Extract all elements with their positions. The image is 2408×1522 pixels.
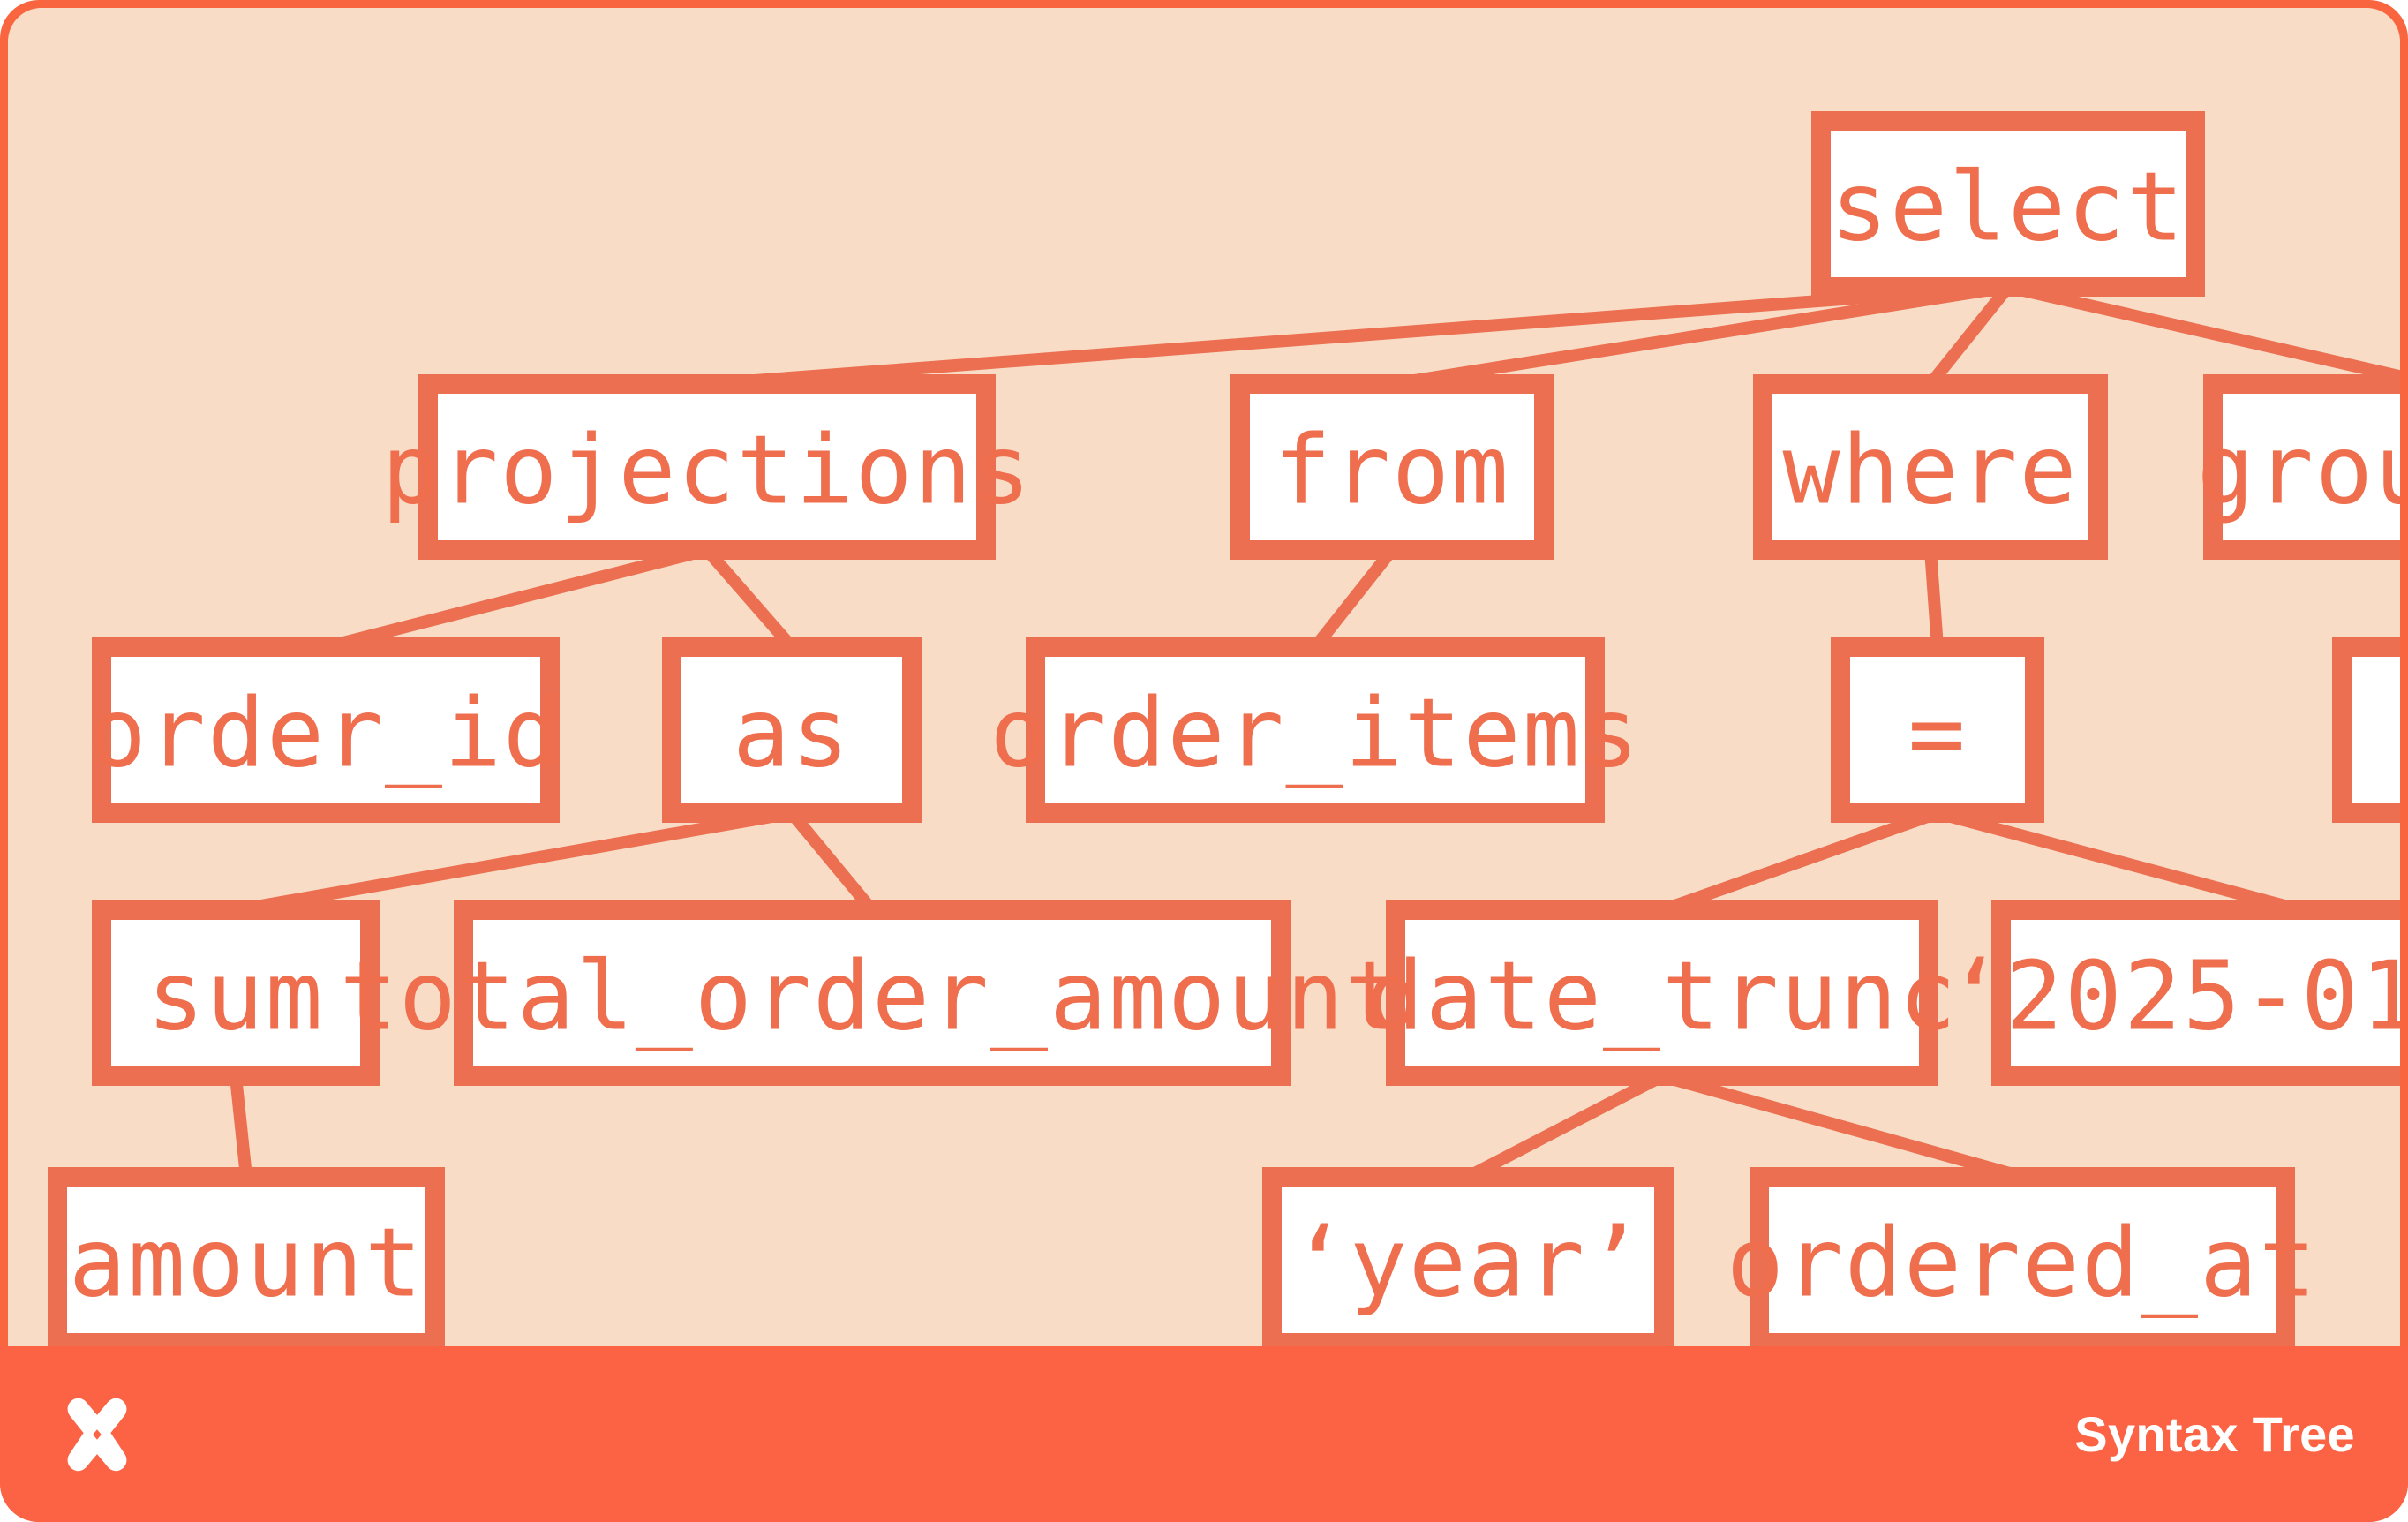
node-label-as: as [733, 679, 851, 789]
node-label-ordered_at: ordered_at [1727, 1209, 2318, 1319]
node-label-select: select [1831, 153, 2186, 263]
tree-node-total_order_amount[interactable]: total_order_amount [340, 900, 1404, 1086]
node-label-amount: amount [69, 1209, 424, 1319]
tree-edge-projections-to-as [702, 546, 797, 652]
tree-node-order_id[interactable]: order_id [89, 637, 562, 823]
node-label-order_id: order_id [89, 679, 562, 789]
tree-node-date_trunc[interactable]: date_trunc [1366, 900, 1958, 1086]
node-box-order_items[interactable] [1026, 637, 1605, 823]
node-label-from: from [1274, 416, 1510, 526]
tree-node-sum[interactable]: sum [92, 900, 380, 1086]
tree-edge-eq-to-date_literal [1936, 807, 2303, 916]
tree-edge-as-to-sum [234, 807, 794, 916]
tree-edge-as-to-total_order_amount [786, 809, 877, 915]
node-label-date_literal: ‘2025-01-01’ [1946, 942, 2400, 1052]
tree-node-where[interactable]: where [1753, 374, 2108, 560]
syntax-tree-graph: select projections from where group by order_… [48, 111, 2400, 1346]
node-label-projections: projections [381, 416, 1032, 526]
tree-node-eq[interactable]: = [1831, 637, 2044, 823]
node-box-one[interactable] [2332, 637, 2400, 823]
node-box-projections[interactable] [418, 374, 996, 560]
node-box-sum[interactable] [92, 900, 380, 1086]
tree-node-projections[interactable]: projections [381, 374, 1032, 560]
tree-node-from[interactable]: from [1230, 374, 1554, 560]
node-box-total_order_amount[interactable] [454, 900, 1291, 1086]
node-box-group_by[interactable] [2203, 374, 2400, 560]
tree-node-one[interactable]: 1 [2332, 637, 2400, 823]
tree-node-as[interactable]: as [662, 637, 922, 823]
node-label-date_trunc: date_trunc [1366, 942, 1958, 1052]
node-label-order_items: order_items [990, 679, 1640, 789]
tree-node-year_literal[interactable]: ‘year’ [1262, 1167, 1674, 1346]
node-box-amount[interactable] [48, 1167, 445, 1346]
footer-bar: Syntax Tree [0, 1346, 2408, 1522]
footer-title: Syntax Tree [2074, 1406, 2355, 1462]
node-box-as[interactable] [662, 637, 922, 823]
tree-node-amount[interactable]: amount [48, 1167, 445, 1346]
node-box-eq[interactable] [1831, 637, 2044, 823]
tree-node-select[interactable]: select [1811, 111, 2205, 297]
nodes-layer: select projections from where group by order_… [48, 111, 2400, 1346]
tree-edge-date_trunc-to-ordered_at [1660, 1070, 2024, 1183]
tree-edge-sum-to-amount [230, 1075, 252, 1178]
tree-edge-eq-to-date_trunc [1659, 807, 1940, 916]
node-label-eq: = [1908, 679, 1967, 789]
node-box-date_literal[interactable] [1991, 900, 2400, 1086]
tree-node-group_by[interactable]: group by [2197, 374, 2400, 560]
tree-edge-select-to-projections [706, 281, 2009, 390]
node-box-order_id[interactable] [92, 637, 560, 823]
node-box-select[interactable] [1811, 111, 2205, 297]
tree-node-order_items[interactable]: order_items [990, 637, 1640, 823]
node-label-total_order_amount: total_order_amount [340, 942, 1404, 1052]
tree-edge-select-to-where [1925, 283, 2013, 388]
node-box-ordered_at[interactable] [1750, 1167, 2295, 1346]
edges-layer [230, 281, 2400, 1183]
node-box-date_trunc[interactable] [1386, 900, 1938, 1086]
node-box-year_literal[interactable] [1262, 1167, 1674, 1346]
tree-edge-from-to-order_items [1310, 546, 1397, 652]
node-label-group_by: group by [2197, 416, 2400, 526]
diagram-canvas: select projections from where group by order_… [8, 8, 2400, 1346]
tree-edge-where-to-eq [1924, 549, 1944, 648]
node-label-sum: sum [147, 942, 324, 1052]
node-box-from[interactable] [1230, 374, 1554, 560]
tree-edge-select-to-group_by [2006, 281, 2400, 383]
node-box-where[interactable] [1753, 374, 2108, 560]
tree-node-ordered_at[interactable]: ordered_at [1727, 1167, 2318, 1346]
node-label-where: where [1782, 416, 2078, 526]
tree-edge-select-to-from [1390, 281, 2010, 390]
tree-edge-projections-to-order_id [324, 544, 709, 653]
node-label-year_literal: ‘year’ [1291, 1209, 1645, 1319]
tree-edge-date_trunc-to-year_literal [1464, 1070, 1666, 1183]
x-mark-logo [67, 1398, 127, 1471]
tree-node-date_literal[interactable]: ‘2025-01-01’ [1946, 900, 2400, 1086]
